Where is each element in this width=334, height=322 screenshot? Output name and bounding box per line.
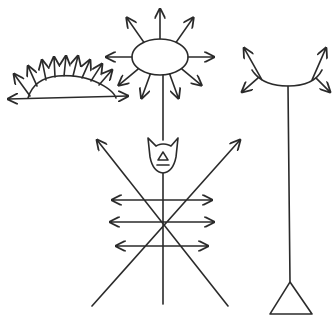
semicircle-ray-arrow xyxy=(14,74,30,96)
oval-rays xyxy=(106,9,214,98)
semicircle-ray-arrow xyxy=(28,66,37,86)
horned-figure-glyph xyxy=(92,138,240,306)
semicircle-dome xyxy=(28,76,116,98)
oval-ray-arrow xyxy=(119,69,139,86)
semicircle-ray-arrow xyxy=(54,57,55,77)
staff-line xyxy=(288,86,290,282)
horned-head xyxy=(148,138,178,173)
oval-ray-arrow xyxy=(142,74,151,98)
fork-arrow-lower-left xyxy=(242,78,258,92)
oval-body xyxy=(132,39,188,75)
semicircle-ray-arrow xyxy=(91,64,102,81)
forked-staff-triangle-glyph xyxy=(242,48,330,314)
oval-ray-arrow xyxy=(170,74,179,98)
radiant-semicircle-glyph xyxy=(8,56,128,99)
fork-arc xyxy=(252,70,322,86)
fork-arrow-lower-right xyxy=(316,78,330,92)
semicircle-ray-arrow xyxy=(73,56,78,76)
semicircle-ray-arrow xyxy=(99,70,112,85)
oval-ray-arrow xyxy=(127,18,144,43)
oval-ray-arrow xyxy=(181,69,201,86)
oval-ray-arrow xyxy=(176,18,193,43)
head-triangle-mark xyxy=(158,152,168,160)
staff-base-triangle xyxy=(270,282,312,314)
fork-arrow-upper-left xyxy=(244,48,262,80)
semicircle-ray-arrow xyxy=(64,56,66,76)
radiant-oval-glyph xyxy=(106,9,214,98)
semicircle-baseline-arrow xyxy=(8,96,128,99)
semicircle-ray-arrow xyxy=(82,60,90,78)
semicircle-ray-arrow xyxy=(42,60,46,80)
